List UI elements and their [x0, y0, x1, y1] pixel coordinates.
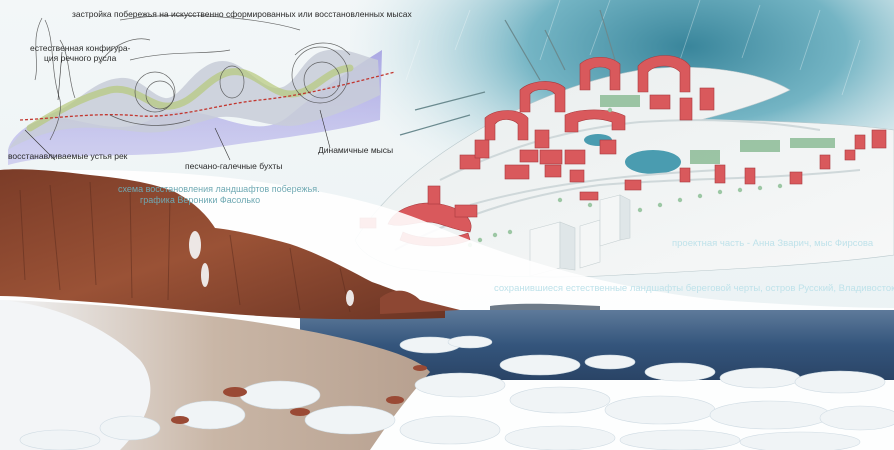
- sand-bays-label: песчано-галечные бухты: [185, 161, 283, 171]
- sketch-title: застройка побережья на искусственно сфор…: [72, 9, 412, 19]
- sketch-caption-line1: схема восстановления ландшафтов побережь…: [118, 184, 320, 194]
- natural-config-label: естественная конфигура- ция речного русл…: [30, 43, 131, 63]
- sketch-scheme: [8, 15, 396, 165]
- coastline-photo: [0, 169, 894, 450]
- preserved-landscapes-caption: сохранившиеся естественные ландшафты бер…: [494, 283, 894, 294]
- dynamic-capes-label: Динамичные мысы: [318, 145, 394, 155]
- river-mouths-label: восстанавливаемые устья рек: [8, 151, 128, 161]
- project-credit: проектная часть - Анна Зварич, мыс Фирсо…: [672, 238, 874, 249]
- sketch-caption-line2: графика Вероники Фасолько: [140, 195, 261, 205]
- masterplan: [354, 9, 894, 278]
